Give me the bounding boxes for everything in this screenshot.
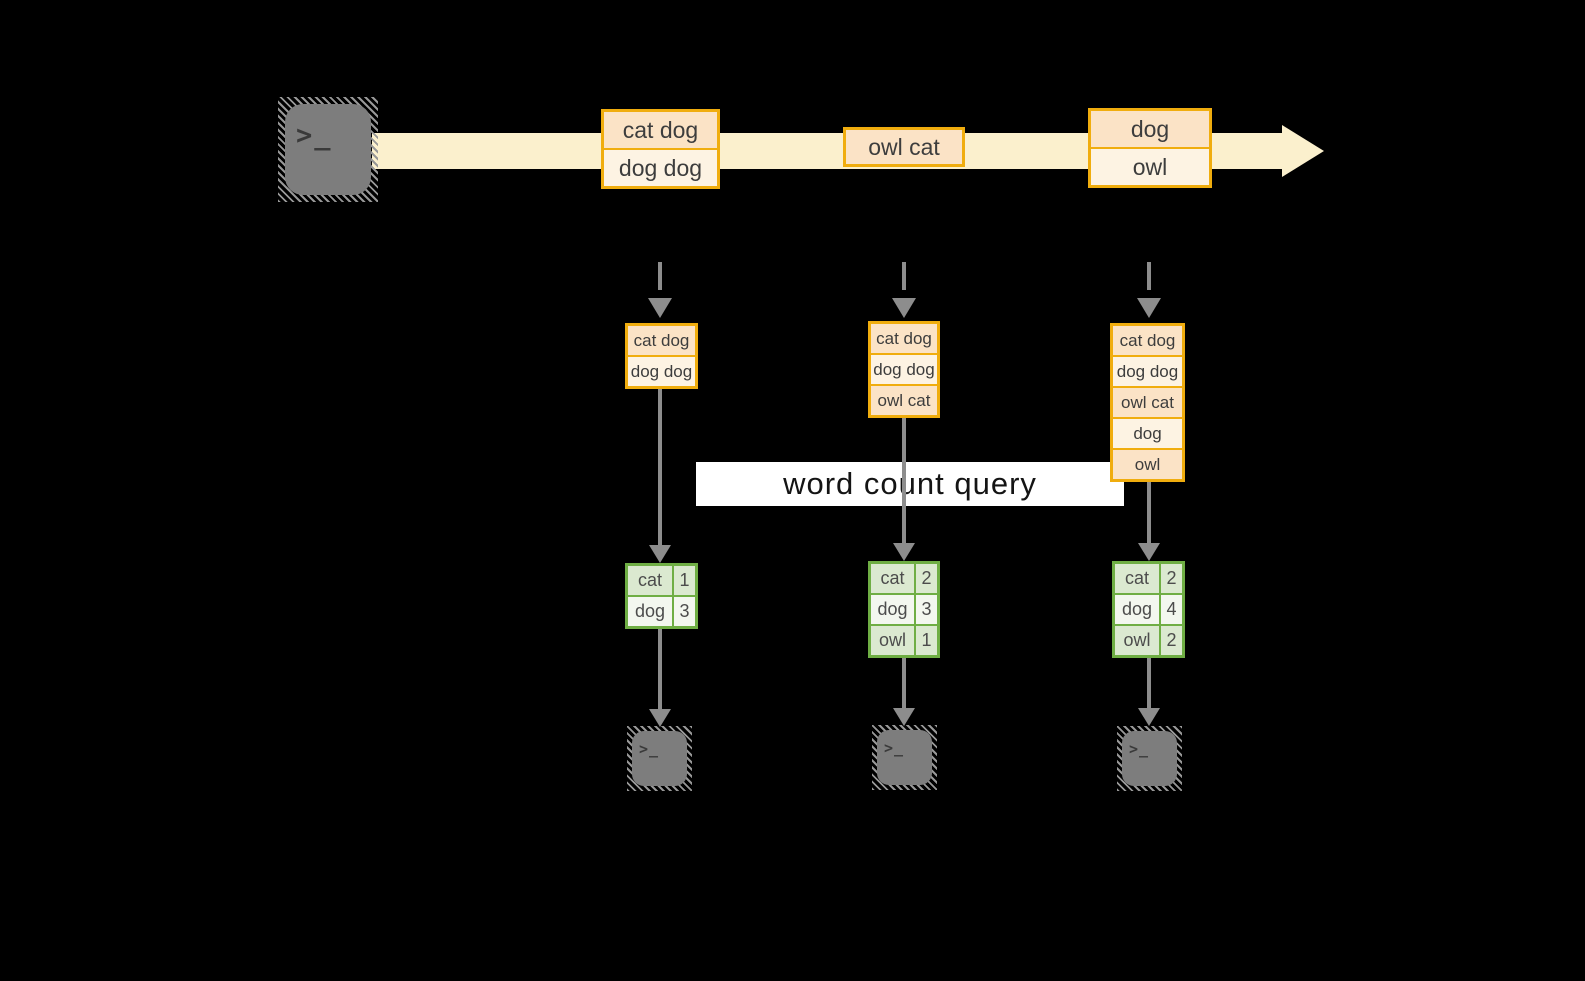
query-label-band: word count query bbox=[696, 462, 1124, 506]
arrow-line bbox=[658, 389, 662, 545]
buffer-row: dog dog bbox=[1113, 357, 1182, 386]
word-cell: cat bbox=[1115, 564, 1159, 593]
buffer-row: owl cat bbox=[1113, 388, 1182, 417]
count-cell: 1 bbox=[674, 566, 695, 595]
word-cell: dog bbox=[871, 595, 914, 624]
terminal-prompt: >_ bbox=[296, 120, 333, 151]
event-row: owl bbox=[1091, 149, 1209, 185]
count-row: owl 2 bbox=[1115, 626, 1182, 655]
counts-to-sink-arrow-2 bbox=[892, 658, 916, 726]
buffer-to-counts-arrow-3 bbox=[1137, 482, 1161, 561]
arrow-dash bbox=[658, 262, 662, 290]
terminal-screen: >_ bbox=[632, 731, 687, 786]
arrow-dash bbox=[902, 262, 906, 290]
buffer-stack-1: cat dog dog dog bbox=[625, 323, 698, 389]
arrow-line bbox=[1147, 482, 1151, 543]
word-cell: dog bbox=[1115, 595, 1159, 624]
word-cell: cat bbox=[628, 566, 672, 595]
counts-to-sink-arrow-3 bbox=[1137, 657, 1161, 726]
arrow-head-icon bbox=[893, 543, 915, 561]
buffer-stack-3: cat dog dog dog owl cat dog owl bbox=[1110, 323, 1185, 482]
timeline-event-1: cat dog dog dog bbox=[601, 109, 720, 189]
buffer-to-counts-arrow-2 bbox=[892, 418, 916, 561]
buffer-row: cat dog bbox=[871, 324, 937, 353]
event-row: dog bbox=[1091, 111, 1209, 147]
count-cell: 2 bbox=[916, 564, 937, 593]
count-cell: 3 bbox=[916, 595, 937, 624]
timeline-event-3: dog owl bbox=[1088, 108, 1212, 188]
buffer-stack-2: cat dog dog dog owl cat bbox=[868, 321, 940, 418]
word-cell: cat bbox=[871, 564, 914, 593]
arrow-head-icon bbox=[892, 298, 916, 318]
count-cell: 2 bbox=[1161, 626, 1182, 655]
count-row: cat 2 bbox=[1115, 564, 1182, 593]
stream-to-buffer-arrow-2 bbox=[892, 262, 916, 318]
count-cell: 4 bbox=[1161, 595, 1182, 624]
buffer-row: dog dog bbox=[628, 357, 695, 386]
stream-arrowhead-icon bbox=[1282, 125, 1324, 177]
buffer-row: owl bbox=[1113, 450, 1182, 479]
word-cell: owl bbox=[871, 626, 914, 655]
sink-terminal-icon-3: >_ bbox=[1117, 726, 1182, 791]
count-cell: 1 bbox=[916, 626, 937, 655]
arrow-head-icon bbox=[649, 545, 671, 563]
sink-terminal-icon-1: >_ bbox=[627, 726, 692, 791]
buffer-row: cat dog bbox=[1113, 326, 1182, 355]
count-row: dog 3 bbox=[871, 595, 937, 624]
query-label: word count query bbox=[783, 466, 1037, 501]
event-row: cat dog bbox=[604, 112, 717, 148]
terminal-screen: >_ bbox=[877, 730, 932, 785]
terminal-prompt: >_ bbox=[639, 740, 660, 758]
buffer-row: dog bbox=[1113, 419, 1182, 448]
count-row: dog 4 bbox=[1115, 595, 1182, 624]
stream-to-buffer-arrow-1 bbox=[648, 262, 672, 318]
terminal-prompt: >_ bbox=[1129, 740, 1150, 758]
arrow-dash bbox=[1147, 262, 1151, 290]
arrow-line bbox=[658, 629, 662, 709]
timeline-event-2: owl cat bbox=[843, 127, 965, 167]
word-cell: owl bbox=[1115, 626, 1159, 655]
buffer-to-counts-arrow-1 bbox=[648, 389, 672, 563]
count-row: dog 3 bbox=[628, 597, 695, 626]
count-cell: 2 bbox=[1161, 564, 1182, 593]
buffer-row: owl cat bbox=[871, 386, 937, 415]
event-row: owl cat bbox=[846, 130, 962, 164]
arrow-line bbox=[902, 418, 906, 543]
count-row: cat 2 bbox=[871, 564, 937, 593]
count-row: owl 1 bbox=[871, 626, 937, 655]
count-cell: 3 bbox=[674, 597, 695, 626]
arrow-head-icon bbox=[1138, 708, 1160, 726]
sink-terminal-icon-2: >_ bbox=[872, 725, 937, 790]
source-terminal-icon: >_ bbox=[278, 97, 378, 202]
arrow-head-icon bbox=[649, 709, 671, 727]
terminal-prompt: >_ bbox=[884, 739, 905, 757]
counts-to-sink-arrow-1 bbox=[648, 629, 672, 727]
terminal-screen: >_ bbox=[1122, 731, 1177, 786]
arrow-line bbox=[902, 658, 906, 708]
count-table-3: cat 2 dog 4 owl 2 bbox=[1112, 561, 1185, 658]
buffer-row: cat dog bbox=[628, 326, 695, 355]
arrow-head-icon bbox=[1138, 543, 1160, 561]
event-row: dog dog bbox=[604, 150, 717, 186]
buffer-row: dog dog bbox=[871, 355, 937, 384]
terminal-screen: >_ bbox=[285, 104, 371, 195]
count-row: cat 1 bbox=[628, 566, 695, 595]
word-cell: dog bbox=[628, 597, 672, 626]
arrow-head-icon bbox=[648, 298, 672, 318]
arrow-head-icon bbox=[893, 708, 915, 726]
stream-to-buffer-arrow-3 bbox=[1137, 262, 1161, 318]
count-table-2: cat 2 dog 3 owl 1 bbox=[868, 561, 940, 658]
count-table-1: cat 1 dog 3 bbox=[625, 563, 698, 629]
arrow-line bbox=[1147, 657, 1151, 708]
arrow-head-icon bbox=[1137, 298, 1161, 318]
